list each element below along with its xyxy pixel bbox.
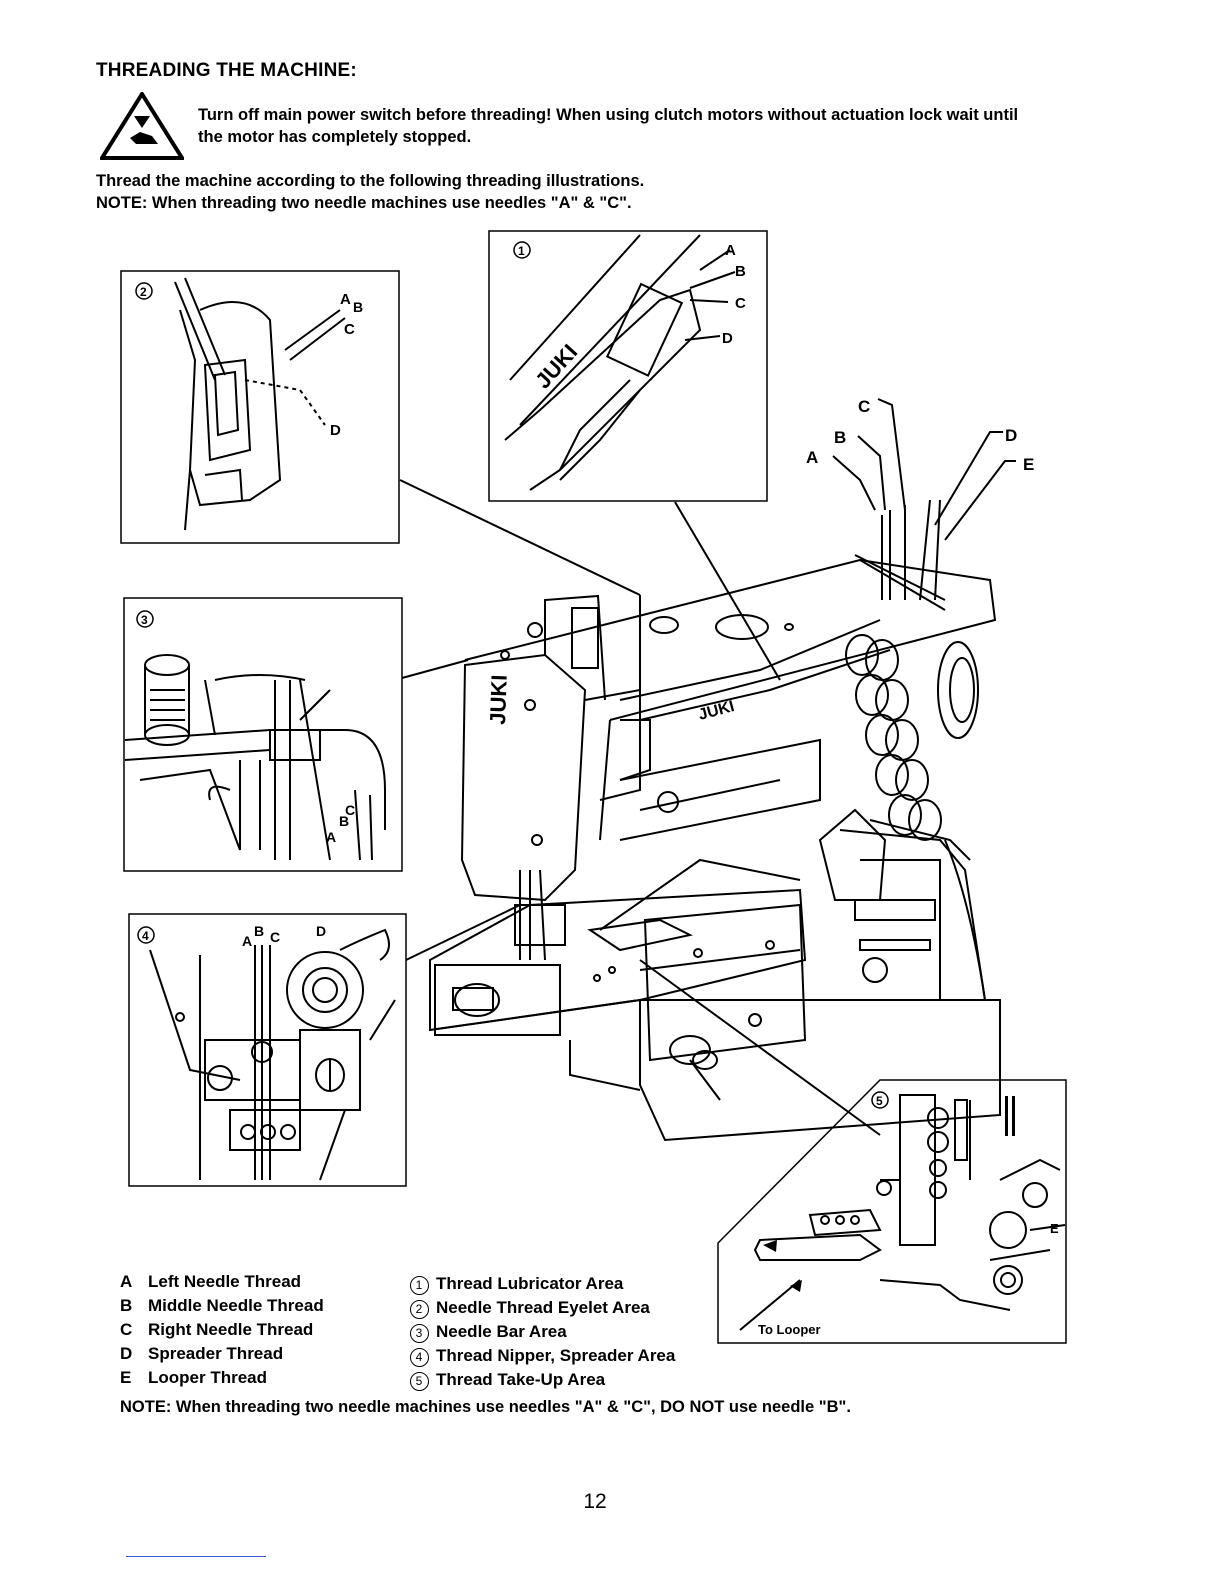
to-looper-caption: To Looper (758, 1322, 821, 1337)
warning-line-1: Turn off main power switch before thread… (198, 106, 1019, 124)
inset-2-label-a: A (340, 291, 351, 308)
inset-4-labels: 4 A B C D (137, 923, 326, 949)
main-label-b: B (834, 428, 846, 447)
brand-text-arm: JUKI (697, 698, 737, 724)
main-label-e: E (1023, 455, 1034, 474)
inset-5-drawing (739, 1094, 1066, 1331)
inset-4-drawing (149, 928, 396, 1181)
page-number: 12 (583, 1490, 607, 1513)
thread-spools (845, 634, 942, 841)
sewing-machine-drawing (429, 499, 1001, 1142)
page-title: THREADING THE MACHINE: (96, 60, 357, 81)
inset-1-label-b: B (735, 263, 746, 280)
inset-2-number: 2 (140, 285, 147, 299)
inset-1-label-d: D (722, 330, 733, 347)
inset-4-label-b: B (254, 923, 264, 939)
intro-line-1: Thread the machine according to the foll… (96, 172, 645, 190)
inset-4-number: 4 (142, 929, 149, 943)
inset-3-drawing (124, 654, 386, 861)
inset-5-label-e: E (1050, 1221, 1059, 1236)
inset-3-labels: 3 C A B (136, 610, 355, 845)
inset-1-labels: 1 A B C D (513, 241, 746, 347)
inset-1-number: 1 (518, 244, 525, 258)
inset-4-label-c: C (270, 929, 280, 945)
inset-3-label-c: C (345, 802, 355, 818)
inset-2-label-d: D (330, 422, 341, 439)
inset-2-drawing (174, 277, 346, 531)
inset-1-drawing (504, 234, 736, 491)
inset-5-labels: 5 E To Looper (758, 1091, 1059, 1337)
intro-text: Thread the machine according to the foll… (96, 170, 644, 214)
intro-line-2: NOTE: When threading two needle machines… (96, 194, 632, 212)
main-label-c: C (858, 397, 870, 416)
main-label-d: D (1005, 426, 1017, 445)
inset-2-label-c: C (344, 321, 355, 338)
warning-text: Turn off main power switch before thread… (198, 104, 1118, 148)
footer-rule (126, 1556, 266, 1557)
inset-2-label-b: B (353, 299, 363, 315)
inset-1-label-a: A (725, 242, 736, 259)
warning-line-2: the motor has completely stopped. (198, 128, 472, 146)
inset-3-label-b: B (339, 813, 349, 829)
inset-3-number: 3 (141, 613, 148, 627)
inset-3-label-a: A (326, 829, 336, 845)
brand-text: JUKI (485, 674, 512, 725)
footer-note: NOTE: When threading two needle machines… (120, 1398, 851, 1416)
main-label-a: A (806, 448, 818, 467)
inset-1-label-c: C (735, 295, 746, 312)
inset-4-label-a: A (242, 933, 252, 949)
warning-triangle-icon (100, 92, 184, 160)
inset-4-label-d: D (316, 923, 326, 939)
inset-5-number: 5 (876, 1094, 883, 1108)
inset-2-labels: 2 A B C D (135, 282, 363, 439)
